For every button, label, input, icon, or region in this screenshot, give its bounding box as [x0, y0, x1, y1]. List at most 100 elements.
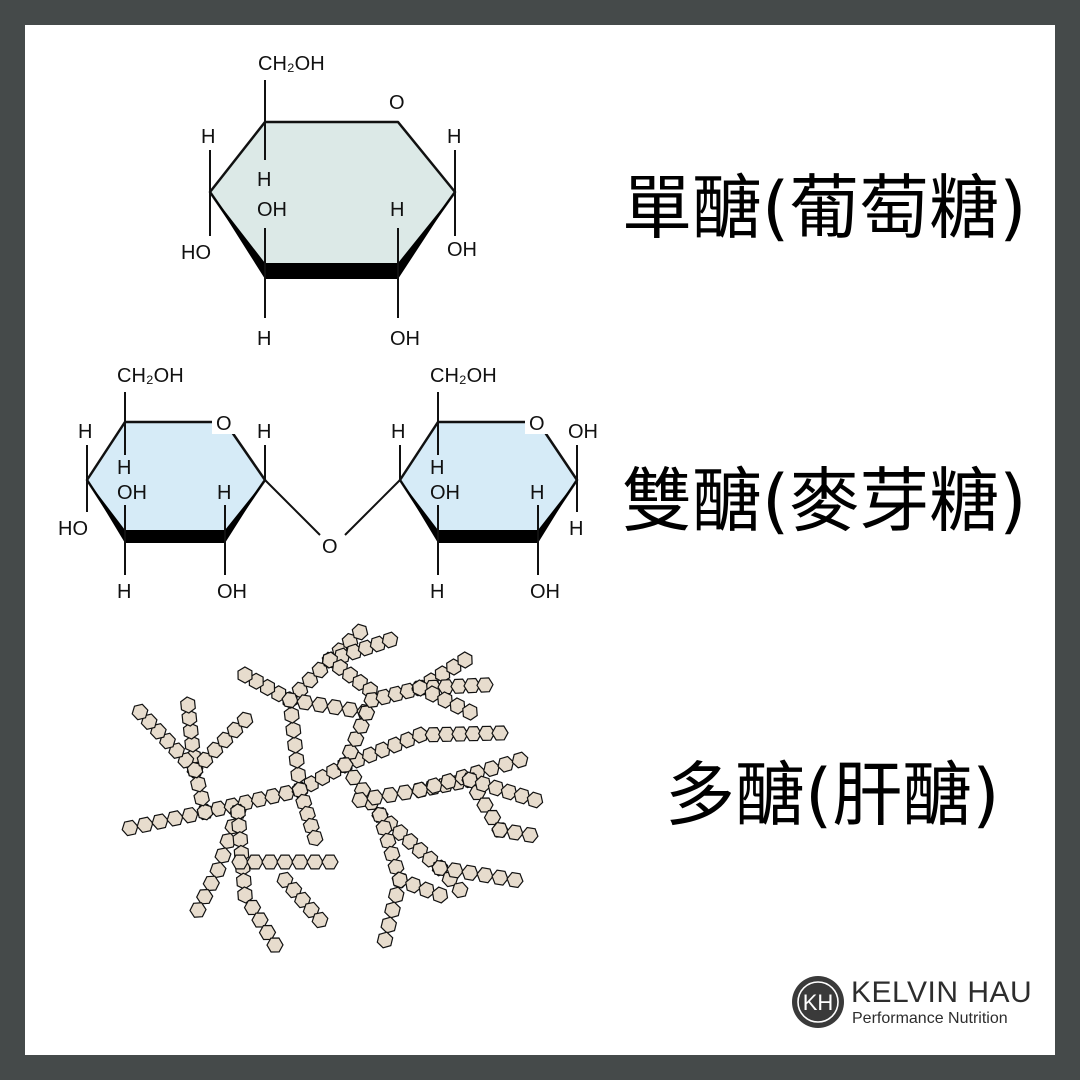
glycogen-glucose-unit	[345, 769, 363, 786]
glycogen-branched-chain	[121, 623, 544, 953]
glycogen-glucose-unit	[387, 685, 405, 703]
atom-oh: OH	[217, 581, 247, 603]
glycogen-glucose-unit	[193, 789, 210, 807]
glycogen-glucose-unit	[151, 813, 169, 830]
glycogen-glucose-unit	[418, 881, 435, 899]
atom-oh: OH	[447, 239, 477, 261]
glycogen-glucose-unit	[326, 762, 342, 780]
glycogen-glucose-unit	[285, 721, 302, 739]
glycogen-glucose-unit	[476, 797, 494, 813]
glycogen-glucose-unit	[411, 726, 429, 744]
atom-oh: OH	[568, 421, 598, 443]
glycogen-glucose-unit	[358, 704, 376, 722]
glycogen-glucose-unit	[521, 826, 539, 844]
glycogen-glucose-unit	[506, 824, 524, 841]
atom-h: H	[447, 126, 461, 148]
glycogen-glucose-unit	[437, 691, 453, 709]
glycogen-glucose-unit	[276, 854, 294, 870]
glycogen-glucose-unit	[311, 696, 329, 713]
glycogen-glucose-unit	[386, 736, 404, 754]
glycogen-glucose-unit	[457, 651, 473, 669]
glycogen-glucose-unit	[405, 876, 422, 894]
glycogen-glucose-unit	[136, 816, 154, 834]
glycogen-glucose-unit	[366, 789, 384, 806]
glycogen-glucose-unit	[352, 717, 370, 735]
glycogen-glucose-unit	[446, 658, 462, 676]
glycogen-glucose-unit	[258, 924, 277, 941]
atom-ch2oh: CH₂OH	[117, 365, 184, 387]
glycogen-glucose-unit	[391, 871, 409, 889]
glycogen-glucose-unit	[230, 803, 246, 821]
glycogen-glucose-unit	[341, 701, 359, 718]
glycogen-glucose-unit	[476, 867, 494, 884]
glycogen-glucose-unit	[491, 725, 509, 741]
glycogen-glucose-unit	[500, 783, 518, 801]
atom-ring-oxygen: O	[529, 413, 545, 435]
monosaccharide-title: 單醣(葡萄糖)	[622, 167, 1027, 249]
glycogen-glucose-unit	[449, 697, 466, 715]
glycogen-glucose-unit	[295, 793, 313, 811]
glycogen-glucose-unit	[291, 854, 309, 870]
glycogen-glucose-unit	[299, 805, 316, 823]
glycogen-glucose-unit	[237, 666, 253, 684]
atom-ho: HO	[181, 242, 211, 264]
glycogen-glucose-unit	[369, 635, 387, 653]
atom-bridge-oxygen: O	[322, 536, 338, 558]
glycogen-glucose-unit	[246, 854, 264, 870]
glycogen-glucose-unit	[306, 854, 324, 870]
glycogen-glucose-unit	[371, 806, 389, 824]
glycogen-glucose-unit	[184, 735, 201, 753]
glycogen-glucose-unit	[277, 784, 295, 802]
glycogen-glucose-unit	[202, 875, 220, 892]
glycogen-glucose-unit	[387, 886, 405, 904]
glycogen-glucose-unit	[476, 677, 494, 693]
glycogen-glucose-unit	[351, 623, 369, 641]
glycogen-glucose-unit	[450, 678, 468, 694]
glycogen-glucose-unit	[296, 694, 314, 711]
glycogen-glucose-unit	[288, 751, 305, 769]
glycogen-glucose-unit	[374, 741, 391, 759]
glycogen-glucose-unit	[121, 819, 139, 837]
glycogen-glucose-unit	[287, 736, 303, 754]
glucose-structure: CH₂OH O H H H OH H HO OH H OH	[181, 53, 477, 350]
brand-monogram: KH	[803, 990, 834, 1015]
glycogen-glucose-unit	[375, 688, 393, 706]
glycogen-glucose-unit	[314, 768, 331, 787]
diagram-canvas: CH₂OH O H H H OH H HO OH H OH	[58, 53, 598, 953]
content-panel: CH₂OH O H H H OH H HO OH H OH	[25, 25, 1055, 1055]
atom-h: H	[569, 518, 583, 540]
glycogen-glucose-unit	[181, 806, 199, 824]
glycogen-glucose-unit	[511, 751, 529, 769]
glycogen-glucose-unit	[491, 821, 509, 839]
glycogen-glucose-unit	[196, 888, 214, 905]
glycogen-glucose-unit	[347, 730, 365, 748]
glycogen-glucose-unit	[259, 678, 276, 697]
atom-h: H	[78, 421, 92, 443]
glycogen-glucose-unit	[434, 665, 451, 683]
glycogen-glucose-unit	[381, 631, 399, 649]
glycogen-glucose-unit	[237, 886, 253, 904]
glycogen-glucose-unit	[526, 791, 544, 809]
atom-oh: OH	[117, 482, 147, 504]
glycogen-glucose-unit	[290, 766, 307, 784]
atom-h: H	[430, 457, 444, 479]
glycogen-glucose-unit	[131, 703, 149, 721]
glycogen-glucose-unit	[399, 731, 416, 749]
glycogen-glucose-unit	[250, 791, 268, 808]
atom-h: H	[257, 328, 271, 350]
glycogen-glucose-unit	[464, 725, 482, 742]
glycogen-glucose-unit	[513, 787, 531, 805]
glycogen-glucose-unit	[283, 706, 300, 724]
glycogen-glucose-unit	[424, 685, 441, 703]
glycogen-glucose-unit	[219, 832, 237, 850]
atom-h: H	[430, 581, 444, 603]
glycogen-glucose-unit	[487, 779, 505, 797]
atom-h: H	[391, 421, 405, 443]
glycogen-glucose-unit	[463, 677, 481, 694]
glycogen-glucose-unit	[437, 679, 455, 695]
glycogen-glucose-unit	[361, 746, 379, 764]
glycogen-glucose-unit	[451, 726, 469, 742]
polysaccharide-title: 多醣(肝醣)	[665, 754, 1000, 836]
atom-h: H	[117, 457, 131, 479]
maltose-structure: CH₂OH O H H H OH H HO H OH O CH₂OH O H O…	[58, 365, 598, 603]
